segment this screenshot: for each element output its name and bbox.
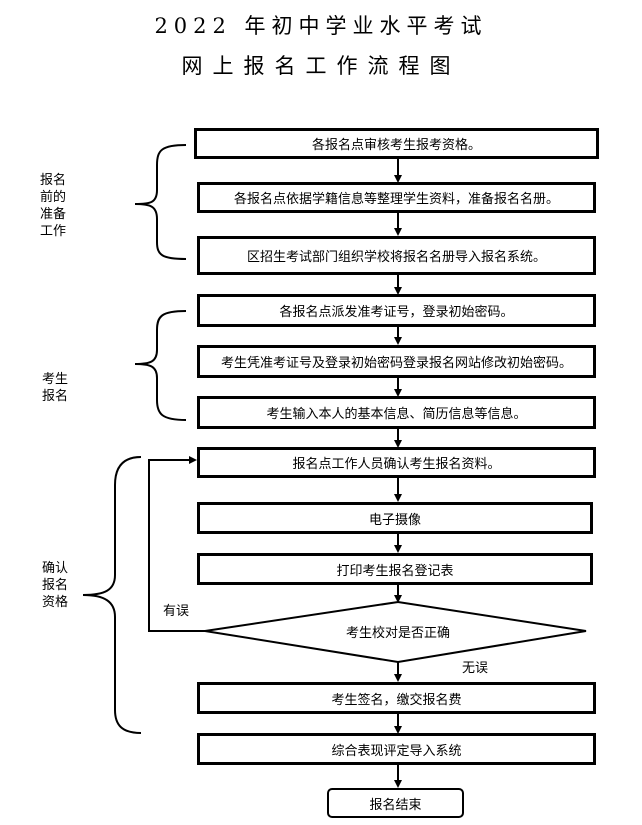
loop-back-arrow xyxy=(148,456,205,632)
step-box-7: 报名点工作人员确认考生报名资料。 xyxy=(197,447,596,478)
group-label-line: 工作 xyxy=(40,224,67,239)
end-terminal: 报名结束 xyxy=(327,788,464,818)
decision-no-label: 有误 xyxy=(163,604,190,619)
group-label-line: 报名 xyxy=(40,173,67,188)
group-label-line: 考生 xyxy=(42,372,69,387)
group-label-line: 确认 xyxy=(42,561,69,576)
step-box-5: 考生凭准考证号及登录初始密码登录报名网站修改初始密码。 xyxy=(197,345,596,378)
group-label-line: 资格 xyxy=(42,595,69,610)
step-box-9: 打印考生报名登记表 xyxy=(197,553,593,585)
brace-2 xyxy=(134,310,187,421)
title-line-2: 网上报名工作流程图 xyxy=(181,54,461,78)
title-line-1: 2022 年初中学业水平考试 xyxy=(154,14,488,38)
step-box-1: 各报名点审核考生报考资格。 xyxy=(194,128,599,159)
decision-yes-label: 无误 xyxy=(462,661,489,676)
group-label-line: 前的 xyxy=(40,190,67,205)
decision-text: 考生校对是否正确 xyxy=(345,626,450,641)
step-box-2: 各报名点依据学籍信息等整理学生资料，准备报名名册。 xyxy=(197,182,596,213)
step-box-4: 各报名点派发准考证号，登录初始密码。 xyxy=(197,294,596,327)
group-label-line: 报名 xyxy=(42,578,69,593)
brace-1 xyxy=(134,144,187,260)
group-label-line: 准备 xyxy=(40,207,67,222)
brace-3 xyxy=(82,456,142,734)
step-box-11: 综合表现评定导入系统 xyxy=(197,733,596,765)
group-label-prep: 报名 前的 准备 工作 xyxy=(40,172,70,240)
step-box-10: 考生签名，缴交报名费 xyxy=(197,682,596,714)
group-label-confirm: 确认 报名 资格 xyxy=(42,560,72,611)
decision-diamond xyxy=(204,600,587,664)
step-box-8: 电子摄像 xyxy=(197,502,593,534)
group-label-register: 考生 报名 xyxy=(42,371,72,405)
step-box-6: 考生输入本人的基本信息、简历信息等信息。 xyxy=(197,396,596,429)
group-label-line: 报名 xyxy=(42,389,69,404)
step-box-3: 区招生考试部门组织学校将报名名册导入报名系统。 xyxy=(197,236,596,275)
